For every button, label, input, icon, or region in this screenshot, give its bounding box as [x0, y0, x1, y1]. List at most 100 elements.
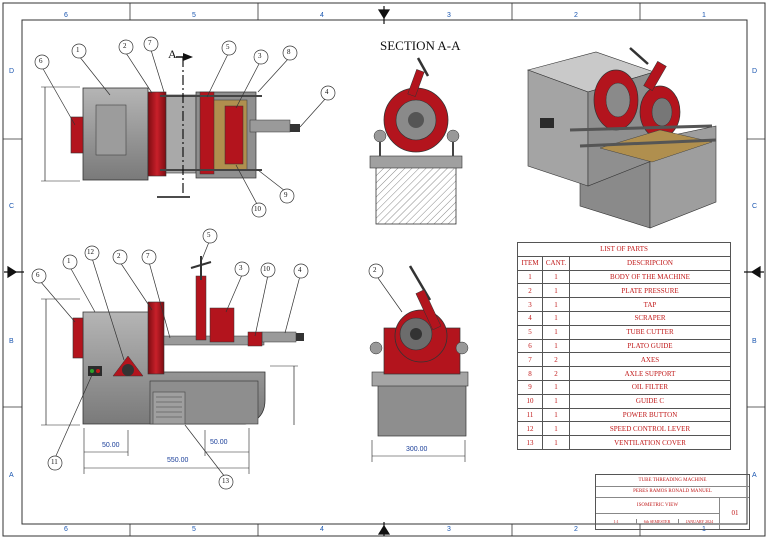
- zone-row-label: C: [9, 203, 15, 210]
- title-block-sheet: 01: [731, 509, 739, 517]
- qty-cell: 1: [542, 338, 570, 354]
- zone-row-label: D: [9, 68, 15, 75]
- item-cell: 13: [517, 435, 543, 450]
- description-cell: TAP: [569, 297, 731, 312]
- title-block-project: TUBE THREADING MACHINE: [638, 478, 707, 483]
- top-view: [41, 53, 300, 198]
- qty-cell: 1: [542, 421, 570, 437]
- balloon-number: 10: [263, 265, 270, 273]
- description-cell: TUBE CUTTER: [569, 324, 731, 340]
- front-view-dimension-lines: [83, 428, 250, 474]
- item-cell: 2: [517, 283, 543, 299]
- item-cell: 3: [517, 297, 543, 312]
- description-cell: PLATO GUIDE: [569, 338, 731, 354]
- zone-ticks: [3, 3, 765, 536]
- description-cell: POWER BUTTON: [569, 407, 731, 423]
- qty-cell: 1: [542, 435, 570, 450]
- dimension-overall-length: 550.00: [167, 457, 189, 464]
- balloon-number: 4: [325, 88, 329, 96]
- description-cell: PLATE PRESSURE: [569, 283, 731, 299]
- zone-col-label: 4: [320, 526, 324, 533]
- item-cell: 6: [517, 338, 543, 354]
- balloon-number: 3: [239, 264, 243, 272]
- zone-col-label: 6: [64, 12, 68, 19]
- balloon-number: 11: [51, 458, 58, 466]
- item-cell: 7: [517, 352, 543, 368]
- description-cell: GUIDE C: [569, 393, 731, 409]
- qty-cell: 1: [542, 324, 570, 340]
- item-cell: 12: [517, 421, 543, 437]
- zone-col-label: 6: [64, 526, 68, 533]
- balloon-number: 4: [298, 266, 302, 274]
- dimension-right-offset: 50.00: [210, 439, 228, 446]
- qty-cell: 1: [542, 297, 570, 312]
- qty-cell: 1: [542, 393, 570, 409]
- description-cell: BODY OF THE MACHINE: [569, 269, 731, 285]
- title-block-scale: 1:1: [613, 519, 619, 524]
- zone-col-label: 2: [574, 12, 578, 19]
- zone-row-label: A: [9, 472, 14, 479]
- item-cell: 8: [517, 366, 543, 381]
- balloon-number: 1: [76, 46, 80, 54]
- description-cell: VENTILATION COVER: [569, 435, 731, 450]
- item-cell: 4: [517, 310, 543, 326]
- zone-row-label: C: [752, 203, 758, 210]
- dimension-end-width: 300.00: [406, 446, 428, 453]
- balloon-number: 5: [226, 43, 230, 51]
- zone-row-label: B: [9, 338, 14, 345]
- col-header-qty: CANT.: [542, 255, 570, 271]
- balloon-number: 8: [287, 48, 291, 56]
- section-title: SECTION A-A: [380, 38, 461, 53]
- balloon-number: 1: [67, 257, 71, 265]
- qty-cell: 1: [542, 269, 570, 285]
- top-view-balloons: [34, 36, 336, 218]
- item-cell: 11: [517, 407, 543, 423]
- description-cell: SPEED CONTROL LEVER: [569, 421, 731, 437]
- section-marker-label: A: [168, 47, 177, 61]
- item-cell: 9: [517, 379, 543, 395]
- balloon-number: 2: [123, 42, 127, 50]
- front-view: [41, 256, 304, 426]
- balloon-number: 6: [39, 57, 43, 65]
- title-block-author: PERES RAMOS RONALD MANUEL: [633, 489, 712, 494]
- dimension-left-offset: 50.00: [102, 442, 120, 449]
- isometric-view: [527, 47, 717, 229]
- description-cell: SCRAPER: [569, 310, 731, 326]
- title-block-date: JANUARY 2024: [678, 519, 720, 524]
- item-cell: 1: [517, 269, 543, 285]
- end-view: [368, 263, 469, 462]
- qty-cell: 1: [542, 407, 570, 423]
- qty-cell: 2: [542, 352, 570, 368]
- description-cell: AXES: [569, 352, 731, 368]
- qty-cell: 1: [542, 283, 570, 299]
- balloon-number: 12: [87, 248, 94, 256]
- item-cell: 5: [517, 324, 543, 340]
- qty-cell: 1: [542, 379, 570, 395]
- balloon-number: 2: [373, 266, 377, 274]
- balloon-number: 9: [284, 191, 288, 199]
- zone-col-label: 5: [192, 526, 196, 533]
- col-header-item: ITEM: [517, 255, 543, 271]
- description-cell: OIL FILTER: [569, 379, 731, 395]
- zone-col-label: 1: [702, 12, 706, 19]
- qty-cell: 2: [542, 366, 570, 381]
- zone-col-label: 3: [447, 526, 451, 533]
- zone-col-label: 3: [447, 12, 451, 19]
- zone-col-label: 4: [320, 12, 324, 19]
- front-view-balloons: [31, 228, 309, 490]
- centering-marks: [4, 6, 764, 536]
- balloon-number: 5: [207, 231, 211, 239]
- title-block: TUBE THREADING MACHINE PERES RAMOS RONAL…: [595, 474, 750, 530]
